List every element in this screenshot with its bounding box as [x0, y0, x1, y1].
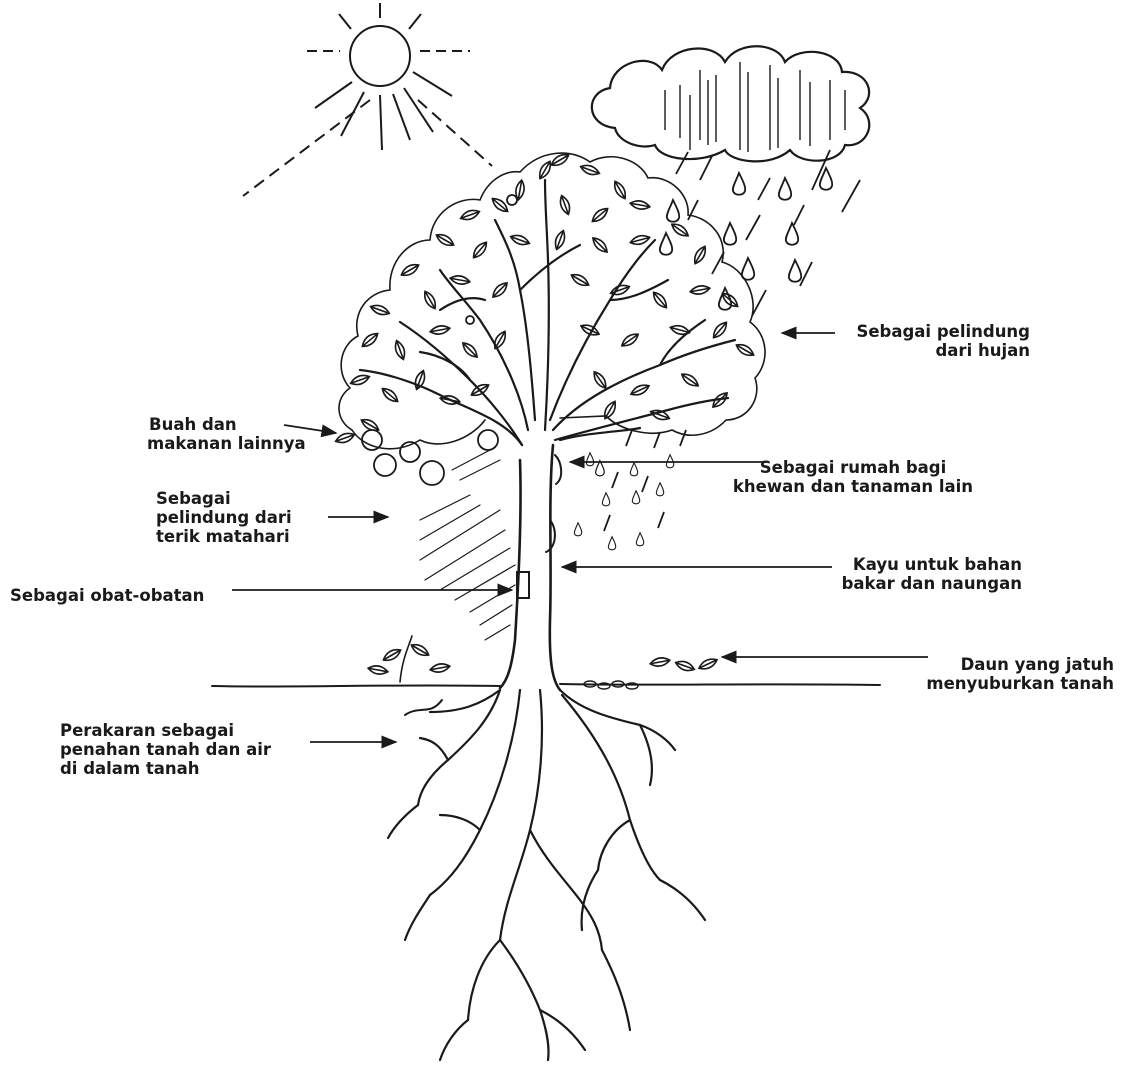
- sun-icon: [243, 3, 492, 196]
- label-roots: Perakaran sebagai penahan tanah dan air …: [60, 721, 271, 778]
- roots-illustration: [388, 690, 705, 1060]
- label-fallen-leaves: Daun yang jatuh menyuburkan tanah: [926, 655, 1114, 693]
- tree-illustration: [212, 152, 880, 715]
- label-animal-home: Sebagai rumah bagi khewan dan tanaman la…: [712, 458, 994, 496]
- label-fruit-food: Buah dan makanan lainnya: [147, 415, 306, 453]
- label-rain-protection: Sebagai pelindung dari hujan: [856, 322, 1030, 360]
- label-sun-protection: Sebagai pelindung dari terik matahari: [156, 489, 292, 546]
- cloud-icon: [592, 46, 869, 161]
- label-wood-fuel: Kayu untuk bahan bakar dan naungan: [842, 555, 1022, 593]
- label-medicine: Sebagai obat-obatan: [10, 586, 204, 605]
- annotation-arrows: [232, 333, 928, 742]
